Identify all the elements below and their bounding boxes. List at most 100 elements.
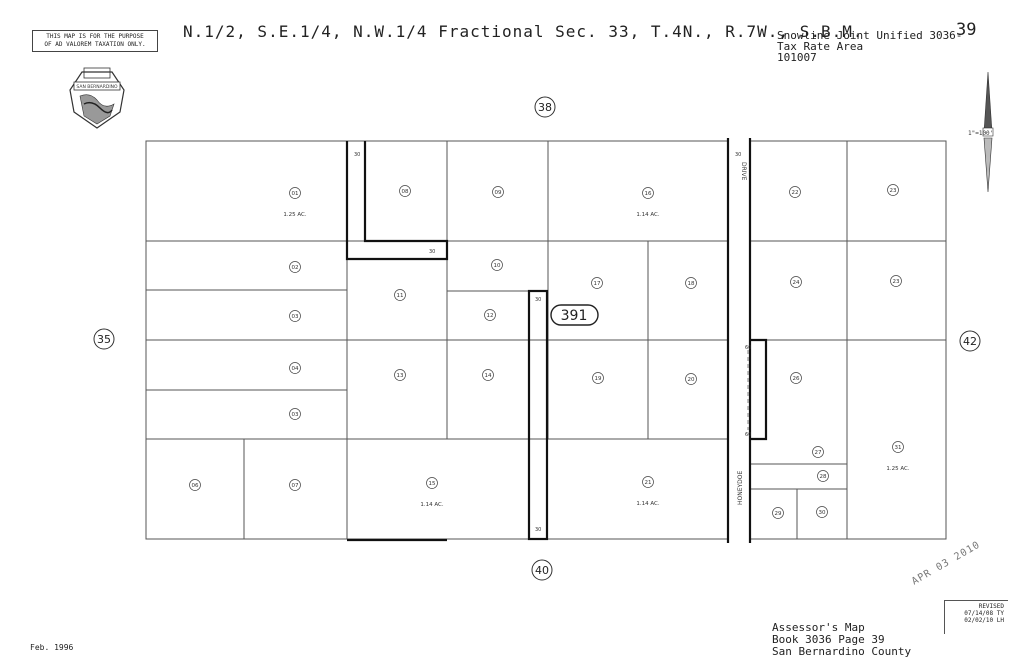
parcel-number: 29 xyxy=(775,511,782,517)
parcel-marker xyxy=(426,477,438,489)
parcel-number: 13 xyxy=(397,373,404,379)
dim-30: 30 xyxy=(535,297,541,303)
footer-line-2: Book 3036 Page 39 xyxy=(772,633,885,646)
page-number: 39 xyxy=(956,20,977,40)
parcel-number: 27 xyxy=(815,450,822,456)
parcel-marker xyxy=(790,372,802,384)
adjacent-east: 42 xyxy=(963,335,977,348)
parcel-number: 08 xyxy=(402,189,409,195)
parcel-marker xyxy=(492,186,504,198)
parcel-marker xyxy=(289,187,301,199)
parcel-marker xyxy=(289,261,301,273)
scale-label: 1"=100' xyxy=(968,130,994,137)
parcel-marker xyxy=(592,372,604,384)
revised-box: REVISED 07/14/08 TY 02/02/10 LH xyxy=(944,600,1008,634)
parcel-marker xyxy=(685,373,697,385)
parcel-number: 16 xyxy=(645,191,652,197)
parcel-number: 31 xyxy=(895,445,902,451)
tax-rate-value: 101007 xyxy=(777,51,817,64)
parcel-marker xyxy=(289,408,301,420)
parcel-number: 17 xyxy=(594,281,601,287)
parcel-marker xyxy=(685,277,697,289)
parcel-acreage: 1.14 AC. xyxy=(636,212,660,218)
parcel-number: 30 xyxy=(819,510,826,516)
dim-30: 30 xyxy=(535,527,541,533)
adjacent-west: 35 xyxy=(97,333,111,346)
parcel-acreage: 1.14 AC. xyxy=(636,501,660,507)
tax-rate-block: Snowline Joint Unified 3036- Tax Rate Ar… xyxy=(777,30,962,63)
parcel-number: 01 xyxy=(292,191,299,197)
parcel-number: 19 xyxy=(595,376,602,382)
parcel-number: 23 xyxy=(890,188,897,194)
revised-label: REVISED xyxy=(978,603,1004,610)
street-honeydoe: HONEYDOE xyxy=(737,470,744,505)
dim-30: 30 xyxy=(735,152,741,158)
county-seal-icon: SAN BERNARDINO xyxy=(69,67,125,129)
parcel-number: 11 xyxy=(397,293,404,299)
dim-60: 60 xyxy=(745,345,751,351)
parcel-marker xyxy=(189,479,201,491)
parcel-number: 24 xyxy=(793,280,800,286)
parcel-number: 14 xyxy=(485,373,492,379)
parcel-marker xyxy=(394,369,406,381)
parcel-acreage: 1.25 AC. xyxy=(283,212,307,218)
parcel-number: 06 xyxy=(192,483,199,489)
revised-date-1: 07/14/08 TY xyxy=(964,610,1004,617)
parcel-marker xyxy=(789,186,801,198)
parcel-marker xyxy=(772,507,784,519)
parcel-number: 18 xyxy=(688,281,695,287)
parcel-marker xyxy=(289,362,301,374)
tax-rate-label: Tax Rate Area xyxy=(777,40,864,53)
north-arrow-icon xyxy=(982,71,994,193)
parcel-marker xyxy=(642,476,654,488)
parcel-number: 21 xyxy=(645,480,652,486)
disclaimer-line-1: THIS MAP IS FOR THE PURPOSE xyxy=(46,33,144,40)
parcel-number: 03 xyxy=(292,412,299,418)
parcel-number: 09 xyxy=(495,190,502,196)
parcel-marker xyxy=(484,309,496,321)
parcel-number: 23 xyxy=(893,279,900,285)
parcel-number: 07 xyxy=(292,483,299,489)
parcel-acreage: 1.25 AC. xyxy=(886,466,910,472)
footer-line-3: San Bernardino County xyxy=(772,645,912,658)
parcel-marker xyxy=(482,369,494,381)
parcel-number: 02 xyxy=(292,265,299,271)
parcel-marker xyxy=(816,506,828,518)
revised-date-2: 02/02/10 LH xyxy=(964,617,1004,624)
disclaimer-line-2: OF AD VALOREM TAXATION ONLY. xyxy=(44,41,146,48)
parcel-marker xyxy=(491,259,503,271)
seal-text: SAN BERNARDINO xyxy=(76,84,118,90)
parcel-acreage: 1.14 AC. xyxy=(420,502,444,508)
parcel-number: 28 xyxy=(820,474,827,480)
dim-30: 30 xyxy=(429,249,435,255)
parcel-number: 20 xyxy=(688,377,695,383)
parcel-number: 12 xyxy=(487,313,494,319)
parcel-marker xyxy=(591,277,603,289)
parcel-marker xyxy=(892,441,904,453)
adjacent-south: 40 xyxy=(535,564,549,577)
parcel-number: 22 xyxy=(792,190,799,196)
parcel-marker xyxy=(890,275,902,287)
taxation-disclaimer-box: THIS MAP IS FOR THE PURPOSE OF AD VALORE… xyxy=(32,30,158,52)
parcel-number: 04 xyxy=(292,366,299,372)
adjacent-north: 38 xyxy=(538,101,552,114)
parcel-marker xyxy=(887,184,899,196)
parcel-marker xyxy=(642,187,654,199)
parcel-marker xyxy=(812,446,824,458)
map-footer: Assessor's Map Book 3036 Page 39 San Ber… xyxy=(772,622,911,658)
dim-30: 30 xyxy=(354,152,360,158)
dim-60: 60 xyxy=(745,432,751,438)
parcel-number: 10 xyxy=(494,263,501,269)
parcel-marker xyxy=(790,276,802,288)
parcel-marker xyxy=(289,479,301,491)
parcel-marker xyxy=(289,310,301,322)
parcel-marker xyxy=(394,289,406,301)
block-number: 391 xyxy=(561,308,588,324)
parcel-number: 15 xyxy=(429,481,436,487)
parcel-number: 26 xyxy=(793,376,800,382)
parcel-marker xyxy=(817,470,829,482)
parcel-marker xyxy=(399,185,411,197)
school-district: Snowline Joint Unified 3036- xyxy=(777,29,963,42)
footer-line-1: Assessor's Map xyxy=(772,621,865,634)
